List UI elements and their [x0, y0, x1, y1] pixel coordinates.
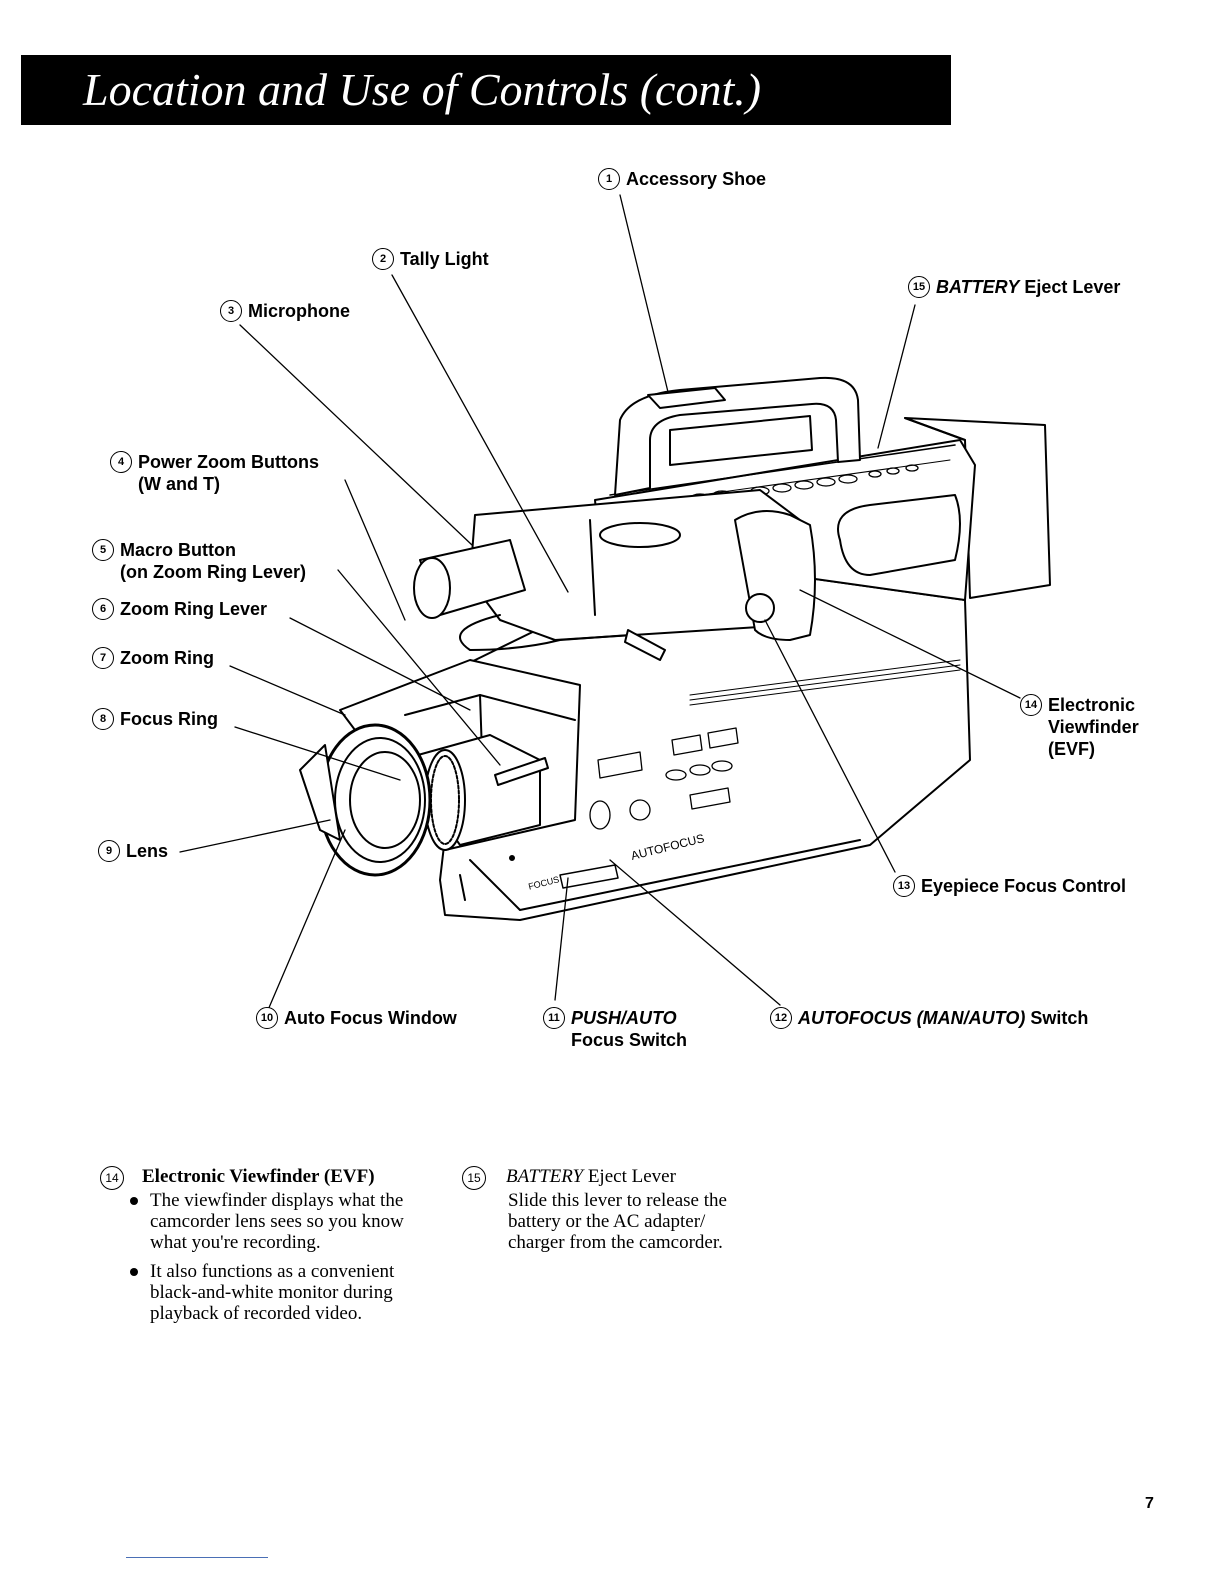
callout-label: Accessory Shoe: [626, 169, 767, 189]
bullet-item: It also functions as a convenient black-…: [126, 1261, 440, 1324]
callout-label-italic: BATTERY: [936, 277, 1020, 297]
callout-label: Zoom Ring: [120, 648, 214, 668]
callout-number: 1: [598, 168, 620, 190]
callout-number: 8: [92, 708, 114, 730]
description-title: Eject Lever: [587, 1166, 676, 1187]
callout-label-line2: (on Zoom Ring Lever): [120, 562, 306, 582]
callout-label: Focus Ring: [120, 709, 218, 729]
callout-lens: 9 Lens: [98, 840, 168, 862]
description-bullets: The viewfinder displays what the camcord…: [100, 1190, 440, 1324]
callout-label: Tally Light: [400, 249, 489, 269]
callout-label: Microphone: [248, 301, 350, 321]
callout-label: Eject Lever: [1024, 277, 1121, 297]
description-text: Slide this lever to release the battery …: [508, 1190, 727, 1253]
callout-number: 12: [770, 1007, 792, 1029]
callout-label-italic: AUTOFOCUS (MAN/AUTO): [798, 1008, 1026, 1028]
callout-power-zoom-buttons: 4 Power Zoom Buttons(W and T): [110, 451, 319, 495]
footer-rule: [126, 1557, 268, 1558]
callout-number: 5: [92, 539, 114, 561]
description-battery: 15 BATTERY Eject Lever Slide this lever …: [462, 1166, 762, 1253]
description-evf: 14 Electronic Viewfinder (EVF) The viewf…: [100, 1166, 440, 1332]
callout-number: 9: [98, 840, 120, 862]
callout-number: 15: [908, 276, 930, 298]
callout-macro-button: 5 Macro Button(on Zoom Ring Lever): [92, 539, 306, 583]
callout-microphone: 3 Microphone: [220, 300, 350, 322]
callout-label: Auto Focus Window: [284, 1008, 457, 1028]
callout-number: 4: [110, 451, 132, 473]
callout-zoom-ring-lever: 6 Zoom Ring Lever: [92, 598, 267, 620]
callout-label: Switch: [1030, 1008, 1089, 1028]
callout-number: 14: [1020, 694, 1042, 716]
bullet-item: The viewfinder displays what the camcord…: [126, 1190, 440, 1253]
callout-label: Lens: [126, 841, 169, 861]
callout-accessory-shoe: 1 Accessory Shoe: [598, 168, 766, 190]
callout-focus-ring: 8 Focus Ring: [92, 708, 218, 730]
page-title: Location and Use of Controls (cont.): [83, 64, 762, 115]
callout-label-line2: (W and T): [138, 474, 220, 494]
callout-label: Macro Button: [120, 540, 236, 560]
header-bar: Location and Use of Controls (cont.): [21, 55, 951, 125]
callout-number: 3: [220, 300, 242, 322]
callout-number: 11: [543, 1007, 565, 1029]
description-number: 15: [462, 1166, 486, 1190]
callout-eyepiece-focus-control: 13 Eyepiece Focus Control: [893, 875, 1126, 897]
callout-number: 2: [372, 248, 394, 270]
callout-label-line2: Viewfinder: [1048, 717, 1139, 737]
callout-label: Zoom Ring Lever: [120, 599, 268, 619]
callout-auto-focus-window: 10 Auto Focus Window: [256, 1007, 457, 1029]
callout-label-line3: (EVF): [1048, 739, 1095, 759]
callout-number: 6: [92, 598, 114, 620]
callout-label: Eyepiece Focus Control: [921, 876, 1127, 896]
description-title-italic: BATTERY: [506, 1166, 584, 1187]
callout-tally-light: 2 Tally Light: [372, 248, 489, 270]
description-title: Electronic Viewfinder (EVF): [142, 1166, 375, 1187]
callout-number: 7: [92, 647, 114, 669]
callout-number: 10: [256, 1007, 278, 1029]
callout-label: Electronic: [1048, 695, 1136, 715]
callout-battery-eject-lever: 15 BATTERY Eject Lever: [908, 276, 1120, 298]
callout-label-line2: Focus Switch: [571, 1030, 688, 1050]
callout-number: 13: [893, 875, 915, 897]
callout-autofocus-switch: 12 AUTOFOCUS (MAN/AUTO) Switch: [770, 1007, 1088, 1029]
page-number: 7: [1145, 1495, 1154, 1512]
callout-label: Power Zoom Buttons: [138, 452, 319, 472]
callout-label-italic: PUSH/AUTO: [571, 1008, 677, 1028]
description-number: 14: [100, 1166, 124, 1190]
callout-zoom-ring: 7 Zoom Ring: [92, 647, 214, 669]
